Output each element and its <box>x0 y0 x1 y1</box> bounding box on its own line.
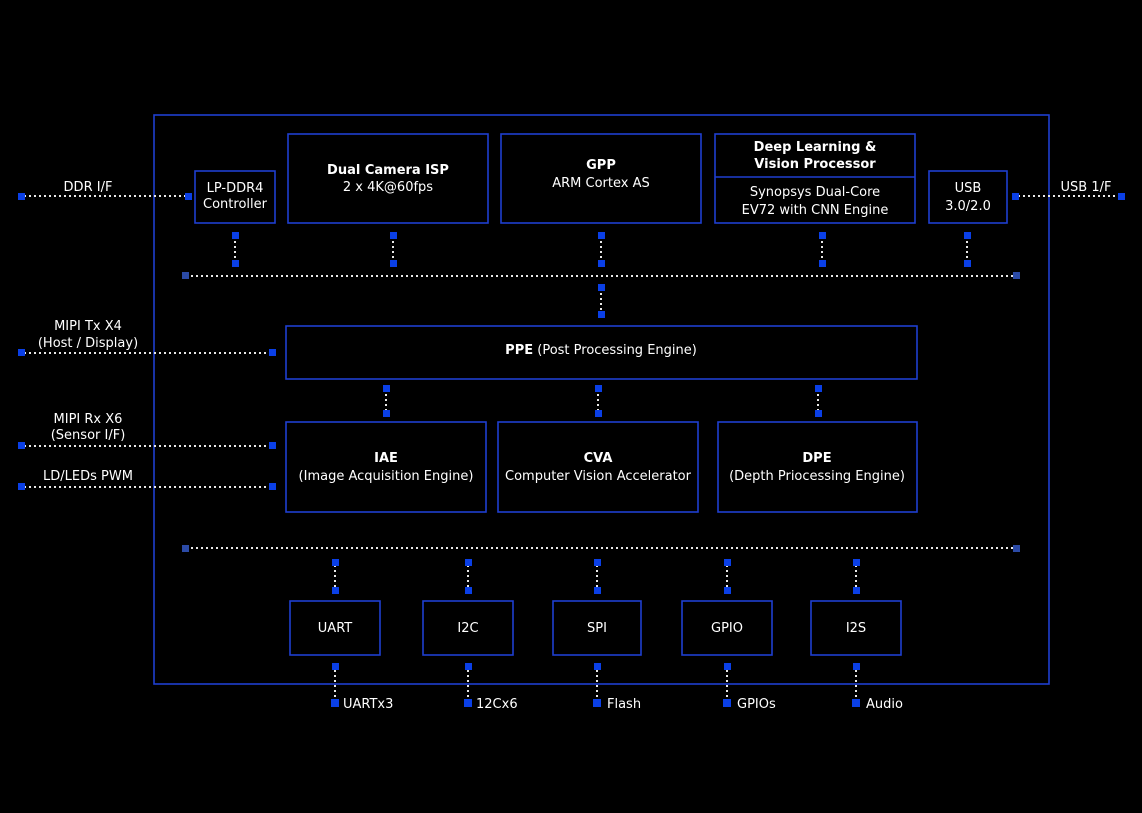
spi-block <box>552 600 642 656</box>
gpp-title: GPP <box>586 158 616 173</box>
bottom-bus-end-left <box>182 545 189 552</box>
ppe-block <box>285 325 918 380</box>
dpe-sub: (Depth Priocessing Engine) <box>729 469 905 484</box>
dpe-title: DPE <box>802 451 831 466</box>
bottom-connectors <box>332 559 860 594</box>
top-connectors <box>232 232 971 318</box>
cva-title: CVA <box>584 451 613 466</box>
ppe-connectors <box>383 385 822 417</box>
usb-label-2: 3.0/2.0 <box>945 199 991 214</box>
dlvp-block <box>714 133 916 224</box>
i2c-block <box>422 600 514 656</box>
mipi-rx-label-1: MIPI Rx X6 <box>54 412 123 427</box>
i2s-label: I2S <box>846 621 866 636</box>
ppe-sub: (Post Processing Engine) <box>533 343 697 358</box>
iae-title: IAE <box>374 451 398 466</box>
usb-block <box>928 170 1008 224</box>
iae-sub: (Image Acquisition Engine) <box>299 469 474 484</box>
dpe-block <box>717 421 918 513</box>
isp-sub: 2 x 4K@60fps <box>343 180 433 195</box>
gpios-label: GPIOs <box>737 697 776 712</box>
ppe-title: PPE <box>505 343 533 358</box>
cva-block <box>497 421 699 513</box>
isp-title: Dual Camera ISP <box>327 163 449 178</box>
uart-block <box>289 600 381 656</box>
spi-label: SPI <box>587 621 607 636</box>
usb-if-label: USB 1/F <box>1061 180 1112 195</box>
dlvp-sub-2: EV72 with CNN Engine <box>742 203 889 218</box>
gpp-sub: ARM Cortex AS <box>552 176 650 191</box>
top-bus-end-right <box>1013 272 1020 279</box>
i2cx6-label: 12Cx6 <box>476 697 518 712</box>
bottom-bus-end-right <box>1013 545 1020 552</box>
uartx3-label: UARTx3 <box>343 697 393 712</box>
ddr-if-label: DDR I/F <box>64 180 113 195</box>
uart-label: UART <box>318 621 352 636</box>
left-interfaces <box>18 193 276 490</box>
audio-label: Audio <box>866 697 903 712</box>
gpio-block <box>681 600 773 656</box>
i2c-label: I2C <box>457 621 478 636</box>
dlvp-sub-1: Synopsys Dual-Core <box>750 185 880 200</box>
flash-label: Flash <box>607 697 641 712</box>
ld-pwm-label: LD/LEDs PWM <box>43 469 133 484</box>
mipi-tx-label-2: (Host / Display) <box>38 336 138 351</box>
isp-block <box>287 133 489 224</box>
ppe-label: PPE (Post Processing Engine) <box>505 343 697 358</box>
gpp-block <box>500 133 702 224</box>
lpddr4-controller-block <box>194 170 276 224</box>
mipi-tx-label-1: MIPI Tx X4 <box>54 319 122 334</box>
i2s-block <box>810 600 902 656</box>
dlvp-title-1: Deep Learning & <box>754 140 877 155</box>
gpio-label: GPIO <box>711 621 743 636</box>
iae-block <box>285 421 487 513</box>
usb-label-1: USB <box>955 181 982 196</box>
lpddr4-label-2: Controller <box>203 197 268 212</box>
lpddr4-label-1: LP-DDR4 <box>207 181 264 196</box>
top-bus-end-left <box>182 272 189 279</box>
dlvp-title-2: Vision Processor <box>754 157 876 172</box>
cva-sub: Computer Vision Accelerator <box>505 469 692 484</box>
mipi-rx-label-2: (Sensor I/F) <box>51 428 126 443</box>
peripheral-pins <box>331 663 860 707</box>
right-interface <box>1012 193 1125 200</box>
soc-boundary <box>153 114 1050 685</box>
